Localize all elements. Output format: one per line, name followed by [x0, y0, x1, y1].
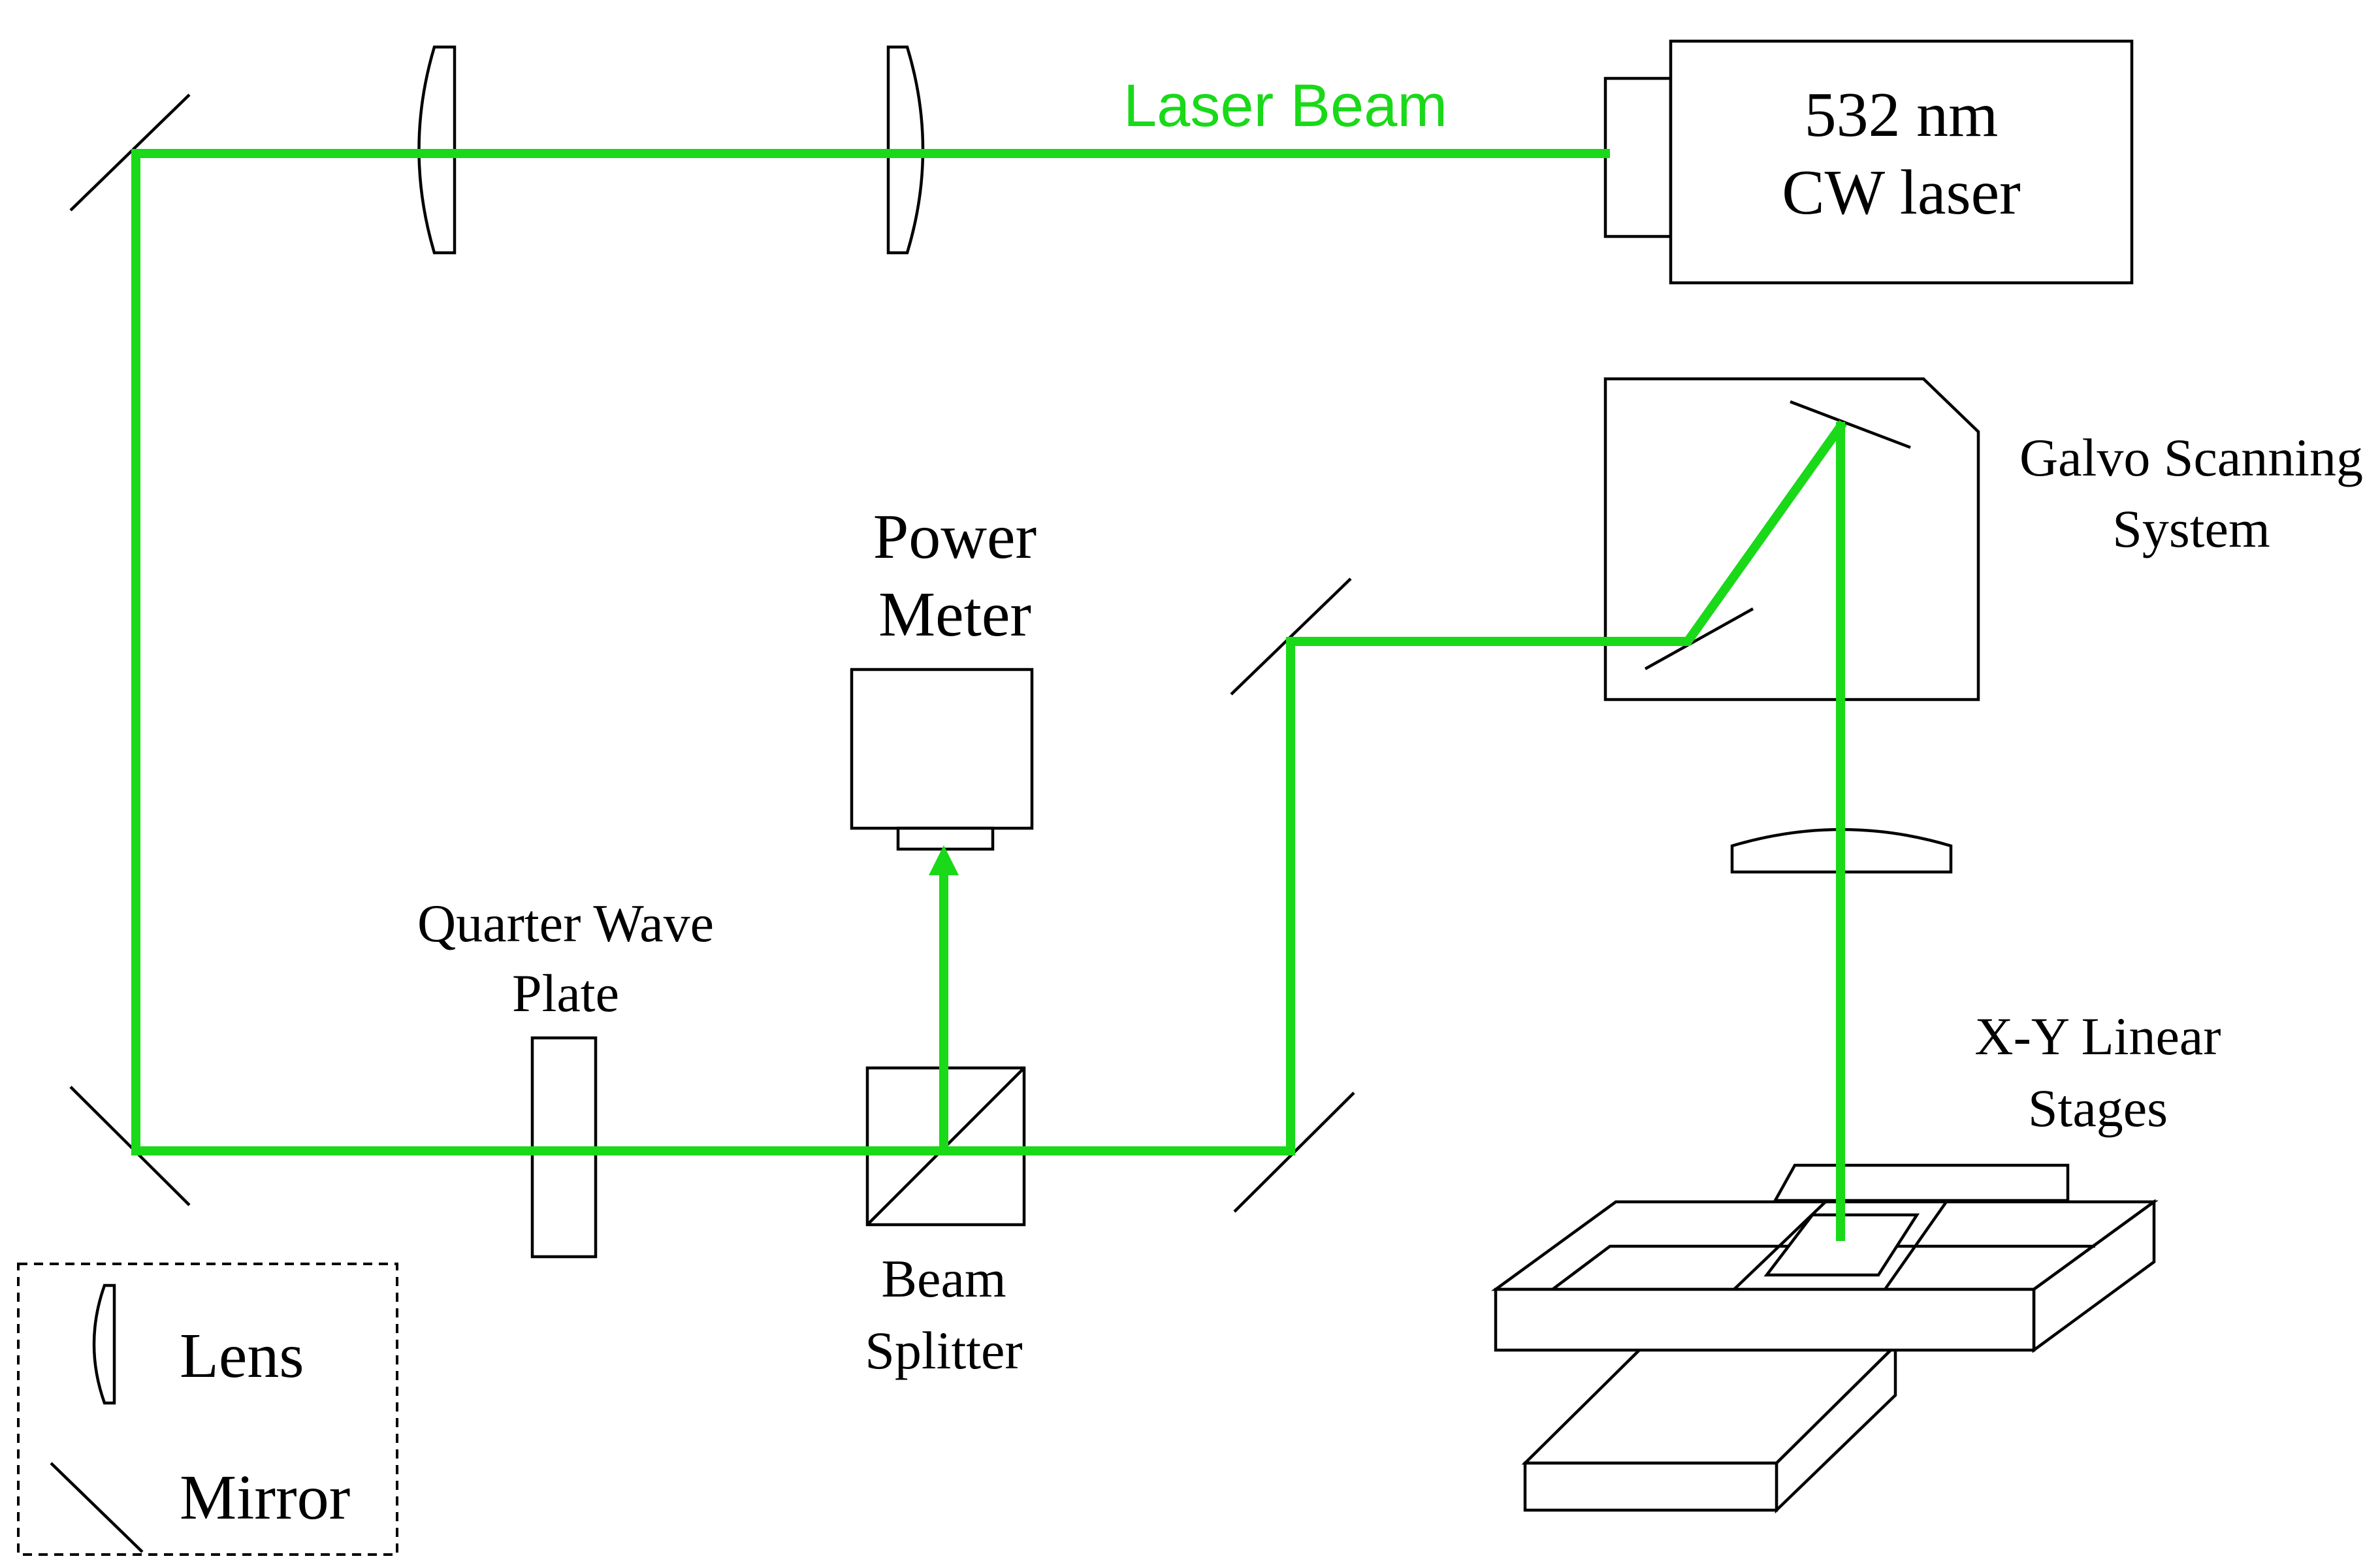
galvo-mirror-lower — [1644, 607, 1754, 670]
beam-splitter-label-line1: Beam — [881, 1249, 1006, 1308]
legend-lens-label: Lens — [180, 1321, 304, 1391]
stages-label-line2: Stages — [2028, 1078, 2168, 1138]
laser-label-line1: 532 nm — [1805, 80, 1999, 150]
mirror-bottom-left — [69, 1086, 191, 1206]
laser-source: 532 nm CW laser — [1603, 39, 2134, 285]
power-meter: Power Meter — [850, 502, 1037, 851]
legend: Lens Mirror — [17, 1263, 398, 1556]
stages-label-line1: X-Y Linear — [1974, 1007, 2221, 1066]
laser-beam-label: Laser Beam — [1123, 73, 1447, 139]
mirror-icon — [50, 1462, 144, 1553]
laser-label-line2: CW laser — [1782, 157, 2021, 228]
laser-nozzle — [1603, 76, 1673, 238]
galvo-housing — [1603, 377, 1980, 702]
laser-body — [1669, 39, 2134, 285]
legend-box — [17, 1263, 398, 1556]
beam-arrowhead — [929, 845, 959, 875]
beam-splitter-label-line2: Splitter — [865, 1321, 1022, 1380]
stage-slot-right — [1884, 1201, 1948, 1291]
galvo-label-line2: System — [2112, 499, 2270, 558]
galvo-mirror-upper — [1790, 400, 1911, 449]
upper-stage-front — [1494, 1287, 2036, 1352]
laser-beam-path: Laser Beam — [131, 73, 1847, 1241]
galvo-label-line1: Galvo Scanning — [2019, 428, 2363, 487]
mirror-upper-right — [1230, 577, 1352, 696]
sample-holder — [1763, 1213, 1920, 1277]
stage-inner-edge — [1551, 1244, 2095, 1291]
xy-linear-stages: X-Y Linear Stages — [1491, 1007, 2221, 1514]
qwp-label-line2: Plate — [512, 963, 619, 1023]
power-meter-label-line1: Power — [873, 502, 1037, 572]
lower-stage-front — [1523, 1461, 1778, 1512]
beam-main-loop — [131, 149, 1847, 1155]
mirror-top-left — [69, 93, 191, 212]
stage-back-rail — [1773, 1163, 2070, 1202]
power-meter-sensor — [896, 826, 995, 851]
galvo-scanning-system: Galvo Scanning System — [1603, 377, 2363, 702]
quarter-wave-plate: Quarter Wave Plate — [417, 894, 714, 1259]
legend-mirror-label: Mirror — [180, 1462, 350, 1533]
lens-icon — [92, 1283, 116, 1405]
power-meter-body — [850, 668, 1034, 830]
power-meter-label-line2: Meter — [878, 579, 1031, 650]
qwp-label-line1: Quarter Wave — [417, 894, 714, 953]
